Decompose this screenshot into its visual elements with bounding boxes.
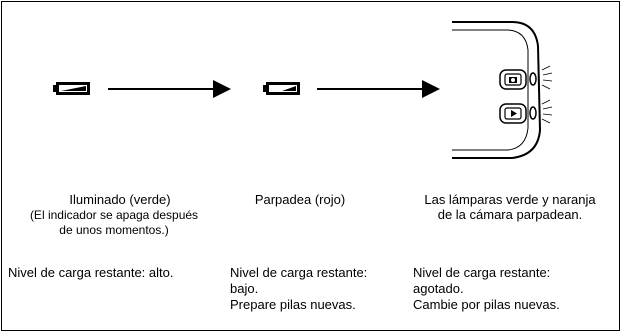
step1-caption: Iluminado (verde) [69, 192, 171, 207]
step1-note-line2: de unos momentos.) [59, 223, 169, 237]
step3-status-line1: Nivel de carga restante: [413, 265, 551, 280]
step3-caption-line2: de la cámara parpadean. [437, 207, 583, 222]
step2-status-line1: Nivel de carga restante: [230, 265, 368, 280]
step2-status-line2: bajo. [230, 281, 259, 296]
step3-caption-line1: Las lámparas verde y naranja [424, 192, 596, 207]
arrow-right-icon [108, 80, 231, 98]
step3-status-line2: agotado. [413, 281, 464, 296]
step2-caption: Parpadea (rojo) [254, 192, 346, 207]
battery-low-icon [263, 82, 300, 95]
camera-lamps-icon [452, 21, 553, 159]
step3-status-line3: Cambie por pilas nuevas. [413, 297, 560, 312]
step1-status-line1: Nivel de carga restante: alto. [8, 265, 174, 280]
arrow-right-icon [317, 80, 440, 98]
step2-status-line3: Prepare pilas nuevas. [230, 297, 356, 312]
step1-note-line1: (El indicador se apaga después [29, 208, 199, 222]
battery-full-icon [53, 82, 90, 95]
